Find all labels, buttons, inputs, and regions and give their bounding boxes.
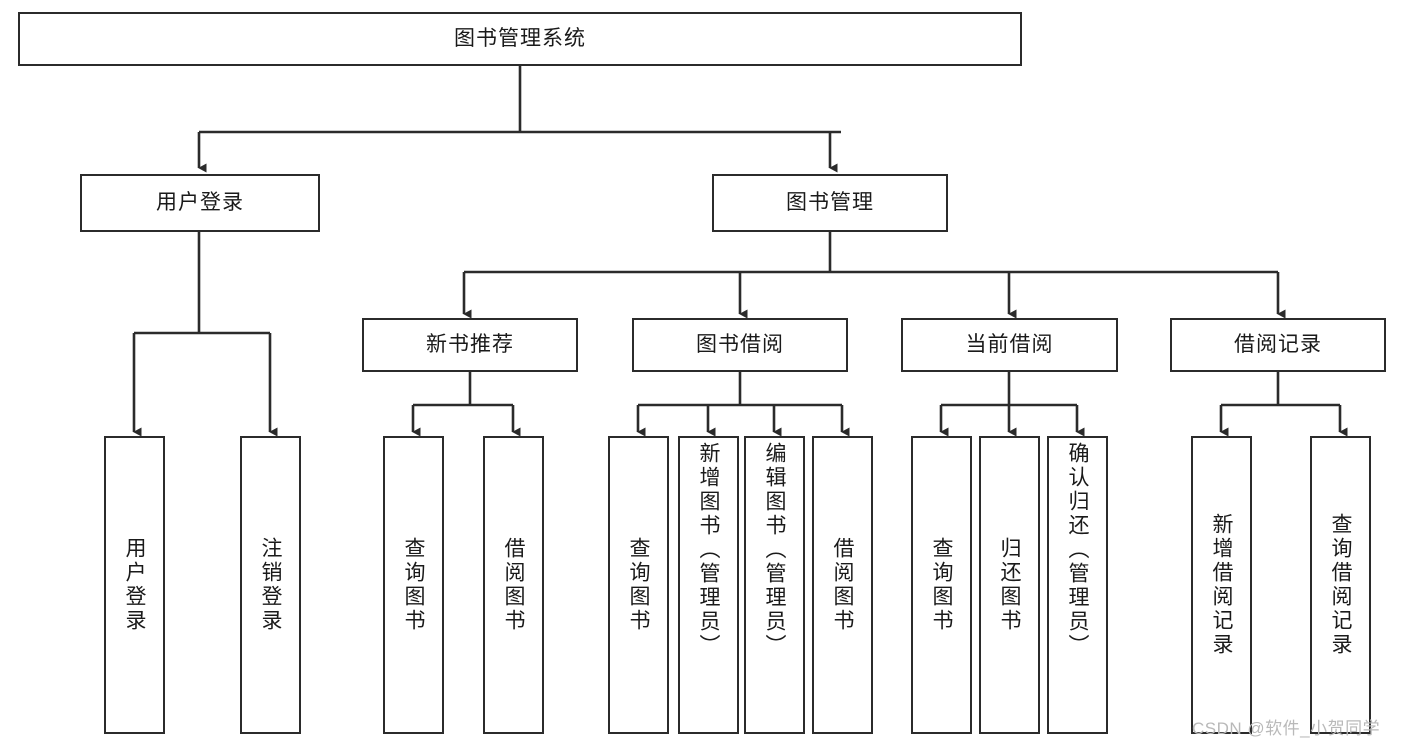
node-current-borrow-label: 当前借阅 [965,333,1054,357]
node-leaf-add-record-label: 新增借阅记录 [1210,513,1233,657]
node-leaf-edit-book[interactable]: 编辑图书（管理员） [744,436,805,734]
node-root[interactable]: 图书管理系统 [18,12,1022,66]
node-current-borrow[interactable]: 当前借阅 [901,318,1118,372]
node-leaf-add-record[interactable]: 新增借阅记录 [1191,436,1252,734]
node-root-label: 图书管理系统 [454,27,586,51]
node-leaf-return-book-label: 归还图书 [998,537,1021,633]
node-leaf-confirm-return-label: 确认归还（管理员） [1066,442,1089,658]
node-book-borrow[interactable]: 图书借阅 [632,318,848,372]
node-book-borrow-label: 图书借阅 [696,333,784,357]
node-leaf-user-login-label: 用户登录 [123,537,146,633]
node-leaf-user-logout-label: 注销登录 [259,537,282,633]
node-borrow-record[interactable]: 借阅记录 [1170,318,1386,372]
node-leaf-query-book-2[interactable]: 查询图书 [608,436,669,734]
node-book-manage-label: 图书管理 [786,191,874,215]
node-leaf-user-login[interactable]: 用户登录 [104,436,165,734]
node-leaf-add-book[interactable]: 新增图书（管理员） [678,436,739,734]
node-leaf-query-book-3[interactable]: 查询图书 [911,436,972,734]
node-leaf-query-book-1-label: 查询图书 [402,537,425,633]
node-leaf-borrow-book-2-label: 借阅图书 [831,537,854,633]
node-book-manage[interactable]: 图书管理 [712,174,948,232]
node-leaf-confirm-return[interactable]: 确认归还（管理员） [1047,436,1108,734]
node-leaf-user-logout[interactable]: 注销登录 [240,436,301,734]
node-leaf-query-book-2-label: 查询图书 [627,537,650,633]
node-leaf-query-book-1[interactable]: 查询图书 [383,436,444,734]
node-user-login[interactable]: 用户登录 [80,174,320,232]
node-leaf-borrow-book-1[interactable]: 借阅图书 [483,436,544,734]
node-user-login-label: 用户登录 [156,191,244,215]
node-leaf-return-book[interactable]: 归还图书 [979,436,1040,734]
node-leaf-query-record-label: 查询借阅记录 [1329,513,1352,657]
csdn-watermark: CSDN @软件_小贺同学 [1192,719,1381,738]
node-leaf-query-record[interactable]: 查询借阅记录 [1310,436,1371,734]
node-leaf-borrow-book-2[interactable]: 借阅图书 [812,436,873,734]
node-leaf-add-book-label: 新增图书（管理员） [697,442,720,658]
node-new-book-rec[interactable]: 新书推荐 [362,318,578,372]
node-leaf-edit-book-label: 编辑图书（管理员） [763,442,786,658]
node-borrow-record-label: 借阅记录 [1234,333,1322,357]
node-leaf-query-book-3-label: 查询图书 [930,537,953,633]
node-new-book-rec-label: 新书推荐 [426,333,514,357]
node-leaf-borrow-book-1-label: 借阅图书 [502,537,525,633]
